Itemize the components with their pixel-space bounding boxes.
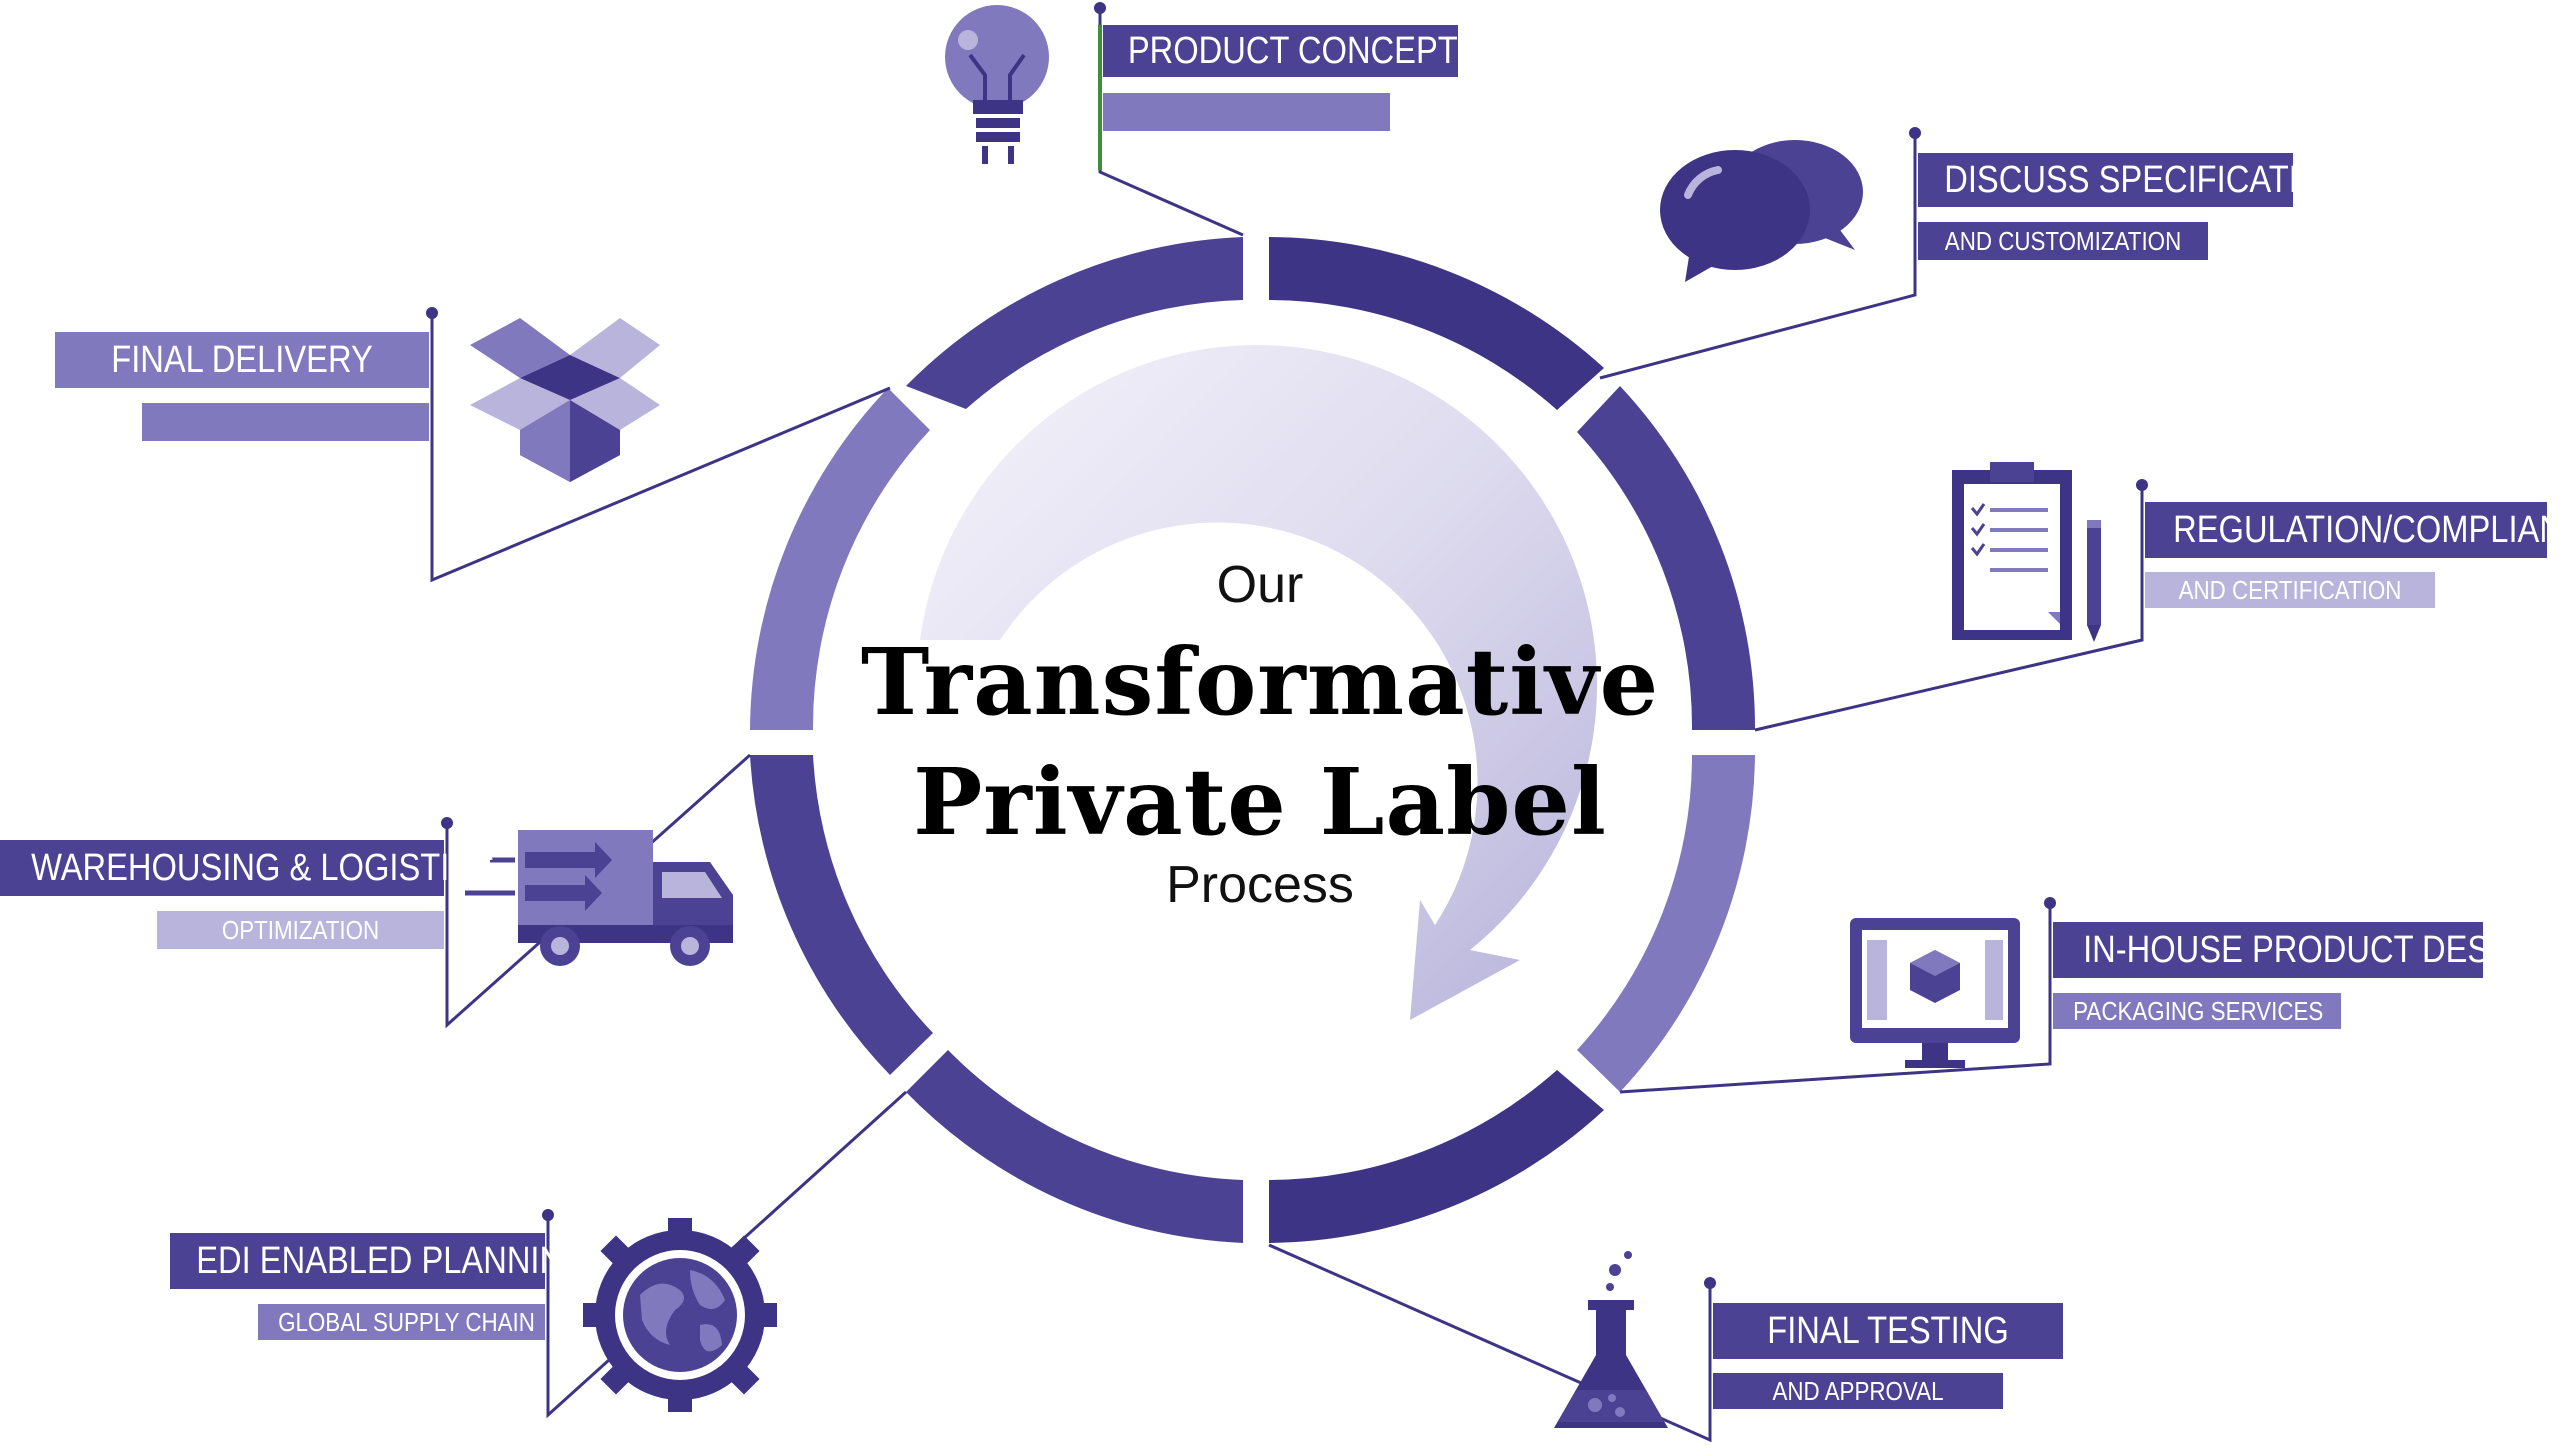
step-title-final-delivery: FINAL DELIVERY [111,339,373,381]
globe-gear-icon [583,1218,777,1412]
lightbulb-icon [945,5,1049,164]
ring-segment-warehousing [750,755,933,1075]
open-box-icon [470,318,660,482]
connector-lines [430,8,2144,1443]
step-subtitle-final-testing: AND APPROVAL [1772,1376,1944,1406]
label-bars [0,25,2547,1409]
step-title-warehousing-logistics: WAREHOUSING & LOGISTICS [31,847,495,889]
process-ring [750,237,1756,1243]
step-subtitle-discuss-specifications: AND CUSTOMIZATION [1944,226,2182,256]
step-subtitle-warehousing-logistics: OPTIMIZATION [221,915,380,945]
monitor-design-icon [1850,918,2020,1068]
ring-segment-final-delivery [750,388,930,730]
step-subtitle-regulation-compliance: AND CERTIFICATION [2178,575,2402,605]
progress-arrow [920,344,1598,1020]
step-subtitle-product-design: PACKAGING SERVICES [2073,996,2324,1026]
connector-dots [426,2,2148,1289]
speech-bubbles-icon [1660,140,1863,282]
step-title-edi-planning: EDI ENABLED PLANNING [196,1240,589,1282]
ring-segment-product-design [1577,755,1755,1092]
ring-segment-discuss-specifications [1269,237,1604,410]
step-title-regulation-compliance: REGULATION/COMPLIANCE [2173,509,2560,551]
ring-segment-product-concept [906,237,1243,409]
center-title-our: Our [1216,556,1304,614]
lab-flask-icon [1554,1251,1668,1428]
ring-segment-final-testing [1269,1070,1604,1243]
center-title-process: Process [1166,856,1354,914]
center-title-transformative: Transformative [860,628,1660,736]
step-title-product-design: IN-HOUSE PRODUCT DESIGN [2083,929,2548,971]
delivery-truck-icon [465,830,733,966]
clipboard-checklist-icon [1952,462,2101,642]
step-subtitle-edi-planning: GLOBAL SUPPLY CHAIN [278,1307,535,1337]
center-title-private-label: Private Label [913,748,1607,856]
step-title-product-concept: PRODUCT CONCEPT [1127,30,1458,72]
ring-segment-regulation [1577,386,1756,730]
ring-segment-edi-planning [906,1050,1243,1243]
step-title-final-testing: FINAL TESTING [1767,1310,2009,1352]
step-title-discuss-specifications: DISCUSS SPECIFICATIONS [1944,159,2369,201]
